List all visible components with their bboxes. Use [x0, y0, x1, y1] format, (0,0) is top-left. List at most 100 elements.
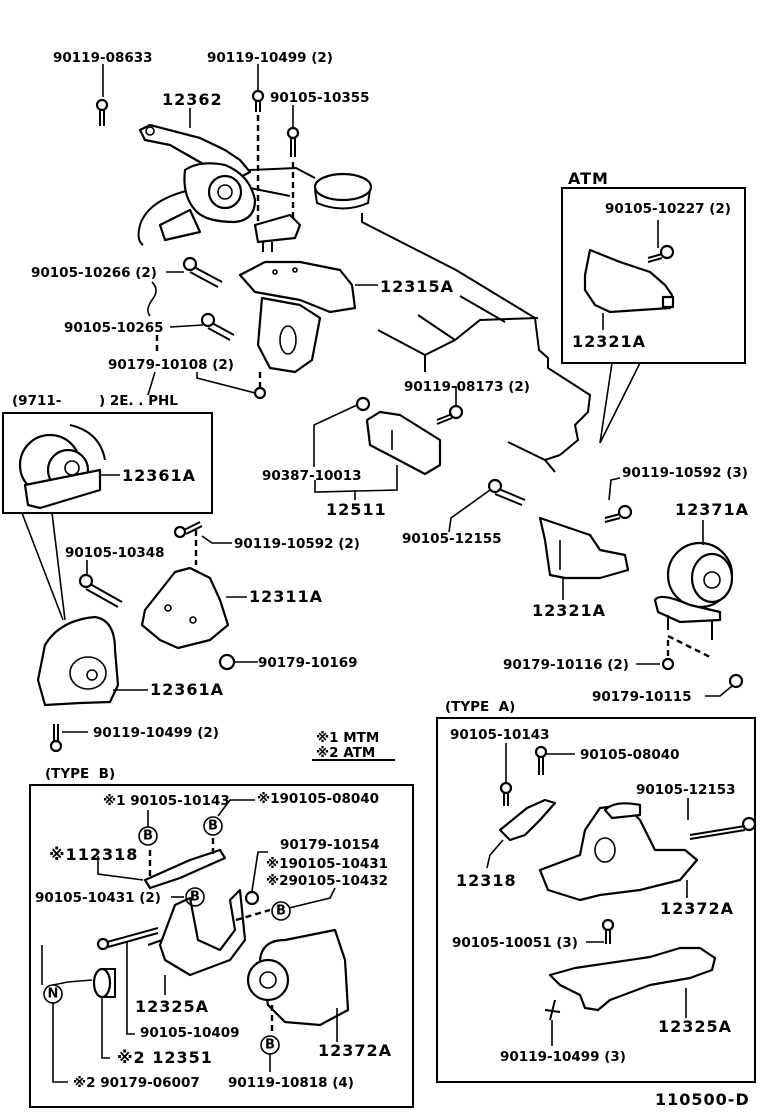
bolt-90105-10266 [182, 256, 223, 288]
label-b-90119-10818: 90119-10818 (4) [228, 1075, 354, 1091]
marker-b-3: B [185, 887, 205, 907]
label-12321A-atm: 12321A [572, 332, 646, 351]
bolt-90105-10355 [286, 126, 300, 222]
label-a-12325A: 12325A [658, 1017, 732, 1036]
bolt-90119-10499-bot [49, 724, 63, 753]
svg-text:B: B [190, 890, 200, 905]
bolt-90105-10227 [647, 244, 675, 263]
marker-b-1: B [138, 826, 158, 846]
label-90105-10355: 90105-10355 [270, 90, 370, 106]
label-a-90105-12153: 90105-12153 [636, 782, 736, 798]
label-90119-08633: 90119-08633 [53, 50, 153, 66]
bolt-90119-10592-2 [173, 521, 203, 539]
bolt-90119-08633 [95, 98, 109, 126]
label-b-12318: ※112318 [49, 845, 138, 864]
nut-90179-10169 [218, 653, 236, 671]
label-90119-10499-bot: 90119-10499 (2) [93, 725, 219, 741]
type-b-parts [92, 838, 350, 1033]
label-90387-10013: 90387-10013 [262, 468, 362, 484]
leader-lines [41, 64, 733, 1083]
engine-lower-ridge [377, 317, 539, 357]
label-12362: 12362 [162, 90, 223, 109]
marker-b-4: B [271, 901, 291, 921]
engine-cap-body [314, 189, 371, 210]
atm-inset-box [561, 187, 746, 364]
label-b-12372A: 12372A [318, 1041, 392, 1060]
label-12315A: 12315A [380, 277, 454, 296]
label-90119-08173: 90119-08173 (2) [404, 379, 530, 395]
svg-text:N: N [48, 987, 59, 1002]
labels-type-b: ※1 90105-10143 ※190105-08040 ※112318 901… [35, 791, 392, 1091]
figure-code: 110500-D [655, 1090, 750, 1109]
label-90105-10227: 90105-10227 (2) [605, 201, 731, 217]
label-90179-10116: 90179-10116 (2) [503, 657, 629, 673]
label-b-12325A: 12325A [135, 997, 209, 1016]
part-12371A-mount [653, 541, 744, 689]
svg-text:B: B [276, 904, 286, 919]
legend-mtm: ※1 MTM [316, 730, 379, 746]
labels-main: 90119-08633 90119-10499 (2) 12362 90105-… [31, 50, 749, 741]
bolt-90119-08173 [436, 404, 464, 425]
label-a-12372A: 12372A [660, 899, 734, 918]
label-a-90105-08040: 90105-08040 [580, 747, 680, 763]
part-12321A-atm [583, 248, 675, 314]
part-12321A [538, 516, 630, 580]
label-b-90105-10431-2: 90105-10431 (2) [35, 890, 161, 906]
part-12361A-inset [18, 424, 106, 510]
bolt-90105-10265 [200, 312, 235, 341]
part-12362-mount [138, 123, 302, 252]
label-90119-10592-3: 90119-10592 (3) [622, 465, 748, 481]
label-b-90179-06007: ※2 90179-06007 [73, 1075, 200, 1091]
labels-sections: ATM (9711- ) 2E. . PHL (TYPE A) (TYPE B)… [12, 169, 750, 1109]
engine-outline [137, 166, 592, 473]
label-90105-12155: 90105-12155 [402, 531, 502, 547]
legend-atm: ※2 ATM [316, 745, 375, 761]
label-a-90105-10051: 90105-10051 (3) [452, 935, 578, 951]
label-90179-10108: 90179-10108 (2) [108, 357, 234, 373]
section-phl-title: (9711- ) 2E. . PHL [12, 393, 178, 409]
part-12311A-bracket [140, 530, 230, 650]
section-type-a-title: (TYPE A) [445, 699, 515, 715]
part-12315A-bracket [238, 260, 357, 400]
label-b-90105-10409: 90105-10409 [140, 1025, 240, 1041]
labels-type-a: 90105-10143 90105-08040 90105-12153 1231… [450, 727, 736, 1065]
engine-cap [313, 172, 373, 202]
bolt-90105-12155 [487, 478, 526, 506]
label-a-90105-10143: 90105-10143 [450, 727, 550, 743]
svg-text:B: B [265, 1038, 275, 1053]
phl-inset-pointer [21, 512, 66, 621]
labels-atm-inset: 90105-10227 (2) 12321A [572, 201, 731, 351]
label-b-90105-10431-m1: ※190105-10431 [266, 856, 388, 872]
label-12361A-inset: 12361A [122, 466, 196, 485]
bolt-90119-10499-top [251, 89, 265, 225]
label-b-12351: ※2 12351 [117, 1048, 213, 1067]
label-12311A: 12311A [249, 587, 323, 606]
section-atm-title: ATM [568, 169, 609, 188]
label-b-90105-10143: ※1 90105-10143 [103, 793, 230, 809]
label-12371A: 12371A [675, 500, 749, 519]
phl-inset-box [2, 412, 213, 514]
type-b-box [29, 784, 414, 1108]
label-90105-10265: 90105-10265 [64, 320, 164, 336]
marker-n: N [43, 984, 63, 1004]
engine-right-edge [361, 213, 592, 456]
label-90179-10115: 90179-10115 [592, 689, 692, 705]
label-90105-10348: 90105-10348 [65, 545, 165, 561]
label-90119-10499-top: 90119-10499 (2) [207, 50, 333, 66]
marker-b-2: B [203, 816, 223, 836]
marker-b-5: B [260, 1035, 280, 1055]
part-12511-bracket [355, 396, 442, 476]
type-a-parts [498, 745, 757, 1021]
label-90179-10169: 90179-10169 [258, 655, 358, 671]
label-a-90119-10499-3: 90119-10499 (3) [500, 1049, 626, 1065]
label-90105-10266: 90105-10266 (2) [31, 265, 157, 281]
section-type-b-title: (TYPE B) [45, 766, 115, 782]
bolt-90105-10348 [78, 573, 123, 608]
svg-text:B: B [143, 829, 153, 844]
label-90119-10592-2: 90119-10592 (2) [234, 536, 360, 552]
label-12321A: 12321A [532, 601, 606, 620]
label-b-90105-08040: ※190105-08040 [257, 791, 379, 807]
label-12511: 12511 [326, 500, 387, 519]
svg-text:B: B [208, 819, 218, 834]
